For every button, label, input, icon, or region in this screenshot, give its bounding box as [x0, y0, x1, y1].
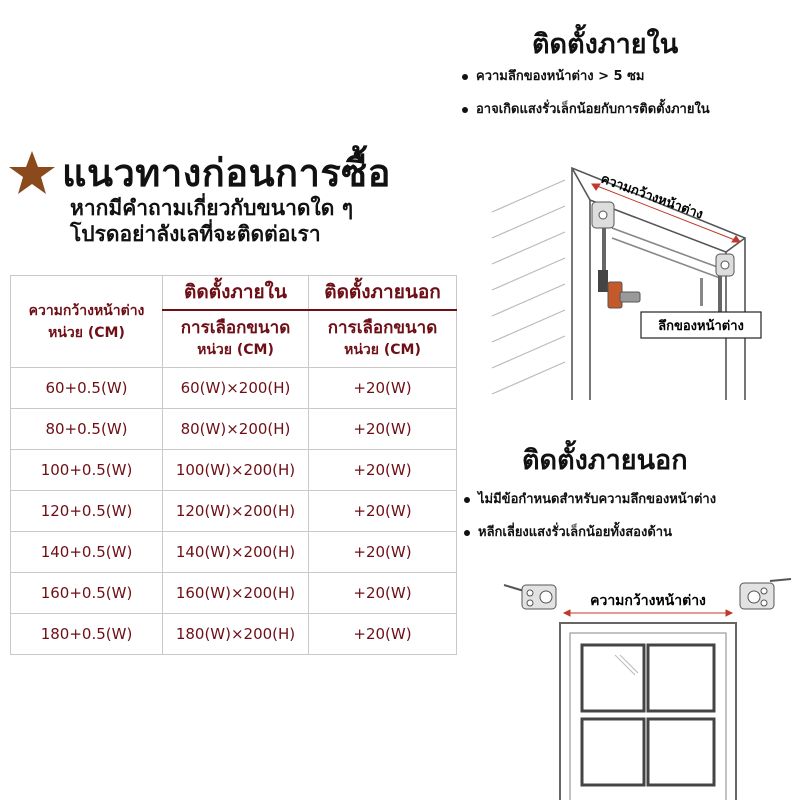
inside-mount-diagram: ความกว้างหน้าต่าง ลึกของหน้าต่าง — [491, 166, 762, 400]
outside-cell: +20(W) — [308, 490, 457, 532]
right-bracket-icon — [700, 253, 735, 312]
width-header-unit: หน่วย (CM) — [48, 324, 125, 341]
outside-bullet-2: หลีกเลี่ยงแสงรั่วเล็กน้อยทั้งสองด้าน — [464, 521, 672, 542]
width-cell: 80+0.5(W) — [10, 408, 163, 450]
inside-cell: 120(W)×200(H) — [162, 490, 309, 532]
inside-cell: 80(W)×200(H) — [162, 408, 309, 450]
inside-bullet-2-text: อาจเกิดแสงรั่วเล็กน้อยกับการติดตั้งภายใน — [476, 102, 710, 117]
width-header-text: ความกว้างหน้าต่าง — [28, 302, 145, 319]
outside-bullet-2-text: หลีกเลี่ยงแสงรั่วเล็กน้อยทั้งสองด้าน — [478, 525, 672, 540]
inside-size-subheader: การเลือกขนาด หน่วย (CM) — [162, 309, 309, 368]
bullet-dot — [462, 106, 468, 113]
right-bracket-icon — [739, 578, 792, 610]
inside-cell: 60(W)×200(H) — [162, 367, 309, 409]
width-cell: 140+0.5(W) — [10, 531, 163, 573]
width-cell: 180+0.5(W) — [10, 613, 163, 655]
outside-size-label: การเลือกขนาด — [327, 317, 438, 338]
inside-bullet-1-text: ความลึกของหน้าต่าง > 5 ซม — [476, 69, 645, 84]
bullet-dot — [464, 496, 470, 503]
outside-bullet-1-text: ไม่มีข้อกำหนดสำหรับความลึกของหน้าต่าง — [478, 492, 717, 507]
outside-cell: +20(W) — [308, 367, 457, 409]
inside-size-label: การเลือกขนาด — [180, 317, 291, 338]
inside-width-label: ความกว้างหน้าต่าง — [599, 171, 706, 223]
bullet-dot — [462, 73, 468, 80]
inside-column-header: ติดตั้งภายใน — [162, 275, 309, 311]
inside-cell: 100(W)×200(H) — [162, 449, 309, 491]
depth-label-box — [640, 311, 762, 339]
outside-size-unit: หน่วย (CM) — [344, 341, 421, 358]
width-arrow-icon — [562, 609, 734, 617]
table-row: 140+0.5(W) 140(W)×200(H) +20(W) — [10, 531, 457, 573]
width-column-header: ความกว้างหน้าต่าง หน่วย (CM) — [10, 275, 163, 368]
inside-mount-title: ติดตั้งภายใน — [532, 29, 679, 60]
outside-cell: +20(W) — [308, 613, 457, 655]
table-row: 160+0.5(W) 160(W)×200(H) +20(W) — [10, 572, 457, 614]
inside-bullet-1: ความลึกของหน้าต่าง > 5 ซม — [462, 65, 645, 86]
subtitle-line-1: หากมีคำถามเกี่ยวกับขนาดใด ๆ — [70, 196, 354, 220]
bullet-dot — [464, 529, 470, 536]
size-table: ความกว้างหน้าต่าง หน่วย (CM) ติดตั้งภายใ… — [10, 275, 457, 655]
outside-cell: +20(W) — [308, 449, 457, 491]
outside-column-header: ติดตั้งภายนอก — [308, 275, 457, 311]
subtitle-line-2: โปรดอย่าลังเลที่จะติดต่อเรา — [70, 222, 321, 246]
page-title: แนวทางก่อนการซื้อ — [62, 151, 391, 195]
inside-depth-label: ลึกของหน้าต่าง — [658, 318, 744, 334]
width-arrow-icon — [591, 183, 741, 243]
table-row: 60+0.5(W) 60(W)×200(H) +20(W) — [10, 367, 457, 409]
inside-bullet-2: อาจเกิดแสงรั่วเล็กน้อยกับการติดตั้งภายใน — [462, 98, 710, 119]
left-bracket-icon — [503, 584, 557, 610]
table-row: 100+0.5(W) 100(W)×200(H) +20(W) — [10, 449, 457, 491]
width-cell: 120+0.5(W) — [10, 490, 163, 532]
table-row: 120+0.5(W) 120(W)×200(H) +20(W) — [10, 490, 457, 532]
outside-width-label: ความกว้างหน้าต่าง — [590, 593, 706, 609]
table-row: 80+0.5(W) 80(W)×200(H) +20(W) — [10, 408, 457, 450]
outside-cell: +20(W) — [308, 408, 457, 450]
outside-bullet-1: ไม่มีข้อกำหนดสำหรับความลึกของหน้าต่าง — [464, 488, 716, 509]
outside-cell: +20(W) — [308, 531, 457, 573]
outside-mount-diagram: ความกว้างหน้าต่าง — [503, 578, 792, 800]
outside-cell: +20(W) — [308, 572, 457, 614]
inside-cell: 140(W)×200(H) — [162, 531, 309, 573]
width-cell: 60+0.5(W) — [10, 367, 163, 409]
star-icon — [9, 151, 55, 194]
inside-cell: 160(W)×200(H) — [162, 572, 309, 614]
outside-mount-title: ติดตั้งภายนอก — [522, 445, 688, 476]
inside-cell: 180(W)×200(H) — [162, 613, 309, 655]
inside-size-unit: หน่วย (CM) — [197, 341, 274, 358]
width-cell: 160+0.5(W) — [10, 572, 163, 614]
window-frame — [559, 622, 737, 800]
outside-size-subheader: การเลือกขนาด หน่วย (CM) — [308, 309, 457, 368]
table-row: 180+0.5(W) 180(W)×200(H) +20(W) — [10, 613, 457, 655]
wall-siding-lines — [491, 179, 566, 395]
left-bracket-icon — [591, 201, 641, 309]
width-cell: 100+0.5(W) — [10, 449, 163, 491]
